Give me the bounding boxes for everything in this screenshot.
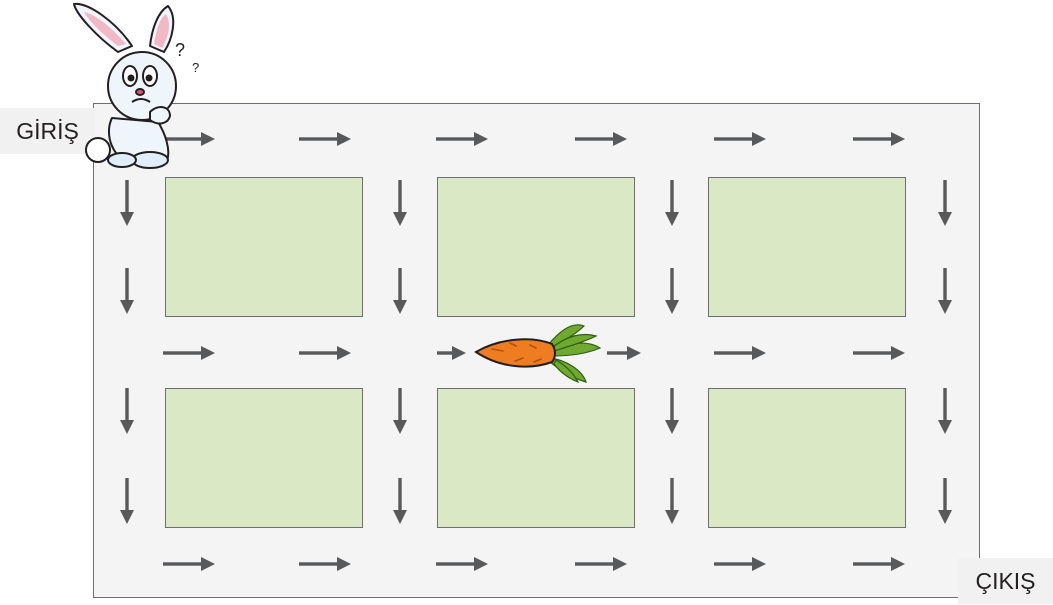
arrow-icon — [120, 180, 134, 226]
arrow-icon — [120, 268, 134, 314]
maze-block — [708, 177, 906, 317]
arrow-icon — [665, 180, 679, 226]
arrow-icon — [714, 557, 766, 571]
arrow-icon — [665, 388, 679, 434]
maze-block — [437, 177, 635, 317]
maze-block — [165, 177, 363, 317]
arrow-icon — [393, 180, 407, 226]
arrow-icon — [436, 557, 488, 571]
arrow-icon — [393, 388, 407, 434]
arrow-icon — [575, 557, 627, 571]
arrow-icon — [299, 346, 351, 360]
arrow-icon — [437, 346, 466, 360]
arrow-icon — [393, 478, 407, 524]
arrow-icon — [853, 132, 905, 146]
arrow-icon — [853, 557, 905, 571]
svg-text:?: ? — [175, 40, 185, 60]
arrow-icon — [938, 388, 952, 434]
arrow-icon — [938, 478, 952, 524]
arrow-icon — [607, 346, 641, 360]
bunny-icon: ? ? — [73, 2, 199, 169]
arrow-icon — [120, 388, 134, 434]
carrot-icon — [474, 324, 602, 384]
arrow-icon — [163, 132, 215, 146]
arrow-icon — [714, 346, 766, 360]
svg-text:?: ? — [192, 60, 199, 75]
arrow-icon — [163, 346, 215, 360]
maze-block — [437, 388, 635, 528]
maze-block — [165, 388, 363, 528]
arrow-icon — [665, 268, 679, 314]
exit-label: ÇIKIŞ — [958, 558, 1053, 604]
arrow-icon — [120, 478, 134, 524]
arrow-icon — [665, 478, 679, 524]
arrow-icon — [393, 268, 407, 314]
arrow-icon — [163, 557, 215, 571]
entry-label: GİRİŞ — [0, 108, 95, 154]
arrow-icon — [938, 268, 952, 314]
maze-block — [708, 388, 906, 528]
arrow-icon — [299, 132, 351, 146]
arrow-icon — [853, 346, 905, 360]
arrow-icon — [938, 180, 952, 226]
arrow-icon — [714, 132, 766, 146]
arrow-icon — [299, 557, 351, 571]
arrow-icon — [436, 132, 488, 146]
arrow-icon — [575, 132, 627, 146]
